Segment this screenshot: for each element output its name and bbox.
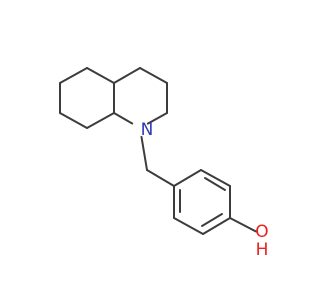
aromatic-inner-bond: [204, 177, 226, 191]
methylene-bond: [146, 169, 175, 187]
phenyl-bond: [200, 169, 231, 187]
phenyl-bond: [173, 217, 204, 235]
ring-a-bond: [59, 112, 88, 129]
nitrogen-atom-label: N: [141, 120, 154, 140]
ring-b-bond: [113, 67, 141, 84]
structure-canvas: N O H: [59, 67, 269, 260]
aromatic-inner-bond: [201, 213, 223, 227]
bond-group: [59, 67, 258, 235]
oxygen-atom-label: O: [255, 222, 268, 242]
phenyl-bond: [173, 169, 202, 187]
ring-a-bond: [86, 112, 115, 129]
methylene-bond: [140, 135, 148, 171]
ring-b-bond: [146, 112, 168, 125]
ring-b-bond: [113, 112, 134, 125]
hydroxyl-hydrogen-label: H: [256, 240, 269, 260]
molecule-structure: N O H: [59, 67, 269, 260]
hydroxyl-bond: [229, 217, 258, 233]
phenyl-bond: [202, 217, 231, 235]
ring-a-bond: [59, 67, 88, 84]
ring-a-bond: [86, 67, 115, 84]
ring-b-bond: [139, 67, 168, 84]
